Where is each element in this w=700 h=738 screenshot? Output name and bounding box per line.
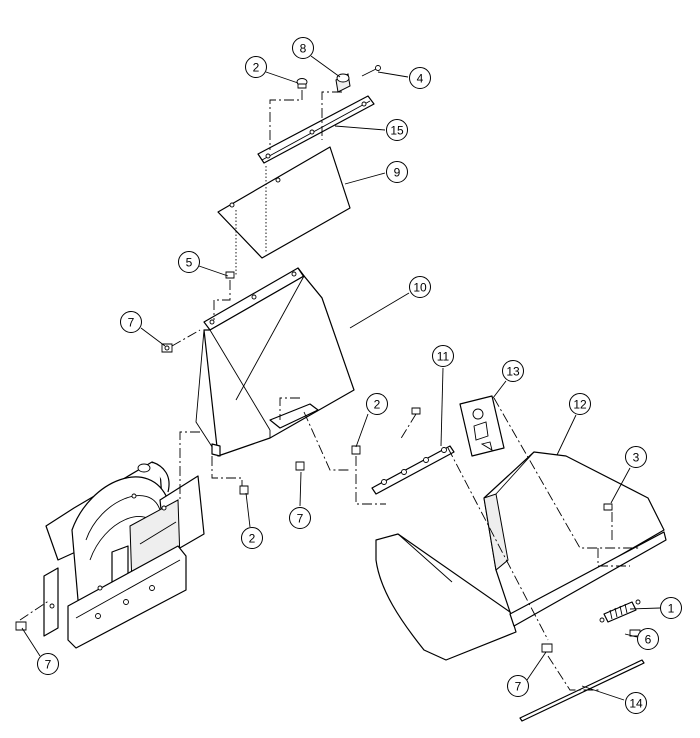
callout-leader-line	[440, 367, 444, 447]
callout-2: 2	[355, 393, 388, 448]
callout-leader-line	[629, 607, 661, 610]
callout-9: 9	[344, 161, 408, 185]
callout-number: 7	[128, 316, 135, 330]
callout-7: 7	[289, 471, 311, 529]
fan-housing-part	[43, 461, 205, 649]
cover-shroud-part	[375, 451, 667, 661]
callout-number: 14	[629, 697, 643, 711]
callout-number: 7	[297, 512, 304, 526]
mounting-bar-part	[257, 95, 375, 164]
callout-balloon	[637, 628, 659, 650]
spring-part	[599, 599, 641, 623]
warning-decal-part	[459, 395, 505, 457]
callout-balloon	[625, 692, 647, 714]
callout-leader-line	[349, 292, 410, 329]
callout-leader-line	[265, 71, 299, 84]
callout-balloon	[386, 119, 408, 141]
callout-balloon	[37, 653, 59, 675]
callout-balloon	[569, 393, 591, 415]
callout-7: 7	[120, 311, 166, 347]
callout-number: 8	[300, 42, 307, 56]
deflector-plate-part	[217, 146, 351, 259]
callout-balloon	[660, 597, 682, 619]
callout-leader-line	[624, 633, 638, 638]
callout-1: 1	[629, 597, 682, 619]
callout-leader-line	[198, 265, 229, 277]
callout-leader-line	[581, 685, 625, 701]
callout-4: 4	[377, 67, 431, 89]
callout-number: 7	[45, 658, 52, 672]
callout-balloon	[409, 67, 431, 89]
callout-leader-line	[299, 471, 302, 507]
callout-balloon	[245, 56, 267, 78]
callout-8: 8	[292, 37, 341, 78]
seal-strip-part	[371, 445, 455, 495]
callout-11: 11	[432, 345, 454, 447]
callout-14: 14	[581, 685, 647, 714]
callout-number: 11	[437, 350, 450, 364]
callout-number: 9	[394, 166, 401, 180]
callout-leader-line	[21, 627, 41, 657]
callout-10: 10	[349, 276, 431, 329]
callout-balloon	[625, 446, 647, 468]
callout-leader-line	[355, 413, 369, 448]
callout-12: 12	[556, 393, 591, 456]
callout-leader-line	[310, 55, 341, 78]
callout-balloon	[178, 251, 200, 273]
callout-number: 15	[390, 124, 404, 138]
callout-number: 4	[417, 72, 424, 86]
callout-7: 7	[21, 627, 59, 675]
callout-number: 12	[573, 398, 587, 412]
callout-2: 2	[241, 492, 263, 549]
callout-5: 5	[178, 251, 229, 277]
callout-3: 3	[610, 446, 647, 504]
callout-number: 2	[253, 61, 260, 75]
callout-number: 1	[668, 602, 675, 616]
callout-balloon	[292, 37, 314, 59]
callout-balloon	[241, 527, 263, 549]
callout-number: 13	[506, 365, 520, 379]
callout-number: 2	[249, 532, 256, 546]
callout-number: 7	[515, 680, 522, 694]
callout-balloon	[432, 345, 454, 367]
callout-15: 15	[334, 119, 408, 141]
callout-balloon	[289, 507, 311, 529]
callout-leader-line	[140, 327, 166, 347]
callout-leader-line	[526, 651, 547, 681]
callout-number: 2	[374, 398, 381, 412]
callout-leader-line	[334, 125, 386, 131]
callout-balloon	[120, 311, 142, 333]
callout-leader-line	[556, 414, 577, 456]
callout-number: 3	[633, 451, 640, 465]
callout-leader-line	[344, 172, 386, 185]
callout-balloon	[409, 276, 431, 298]
rod-part	[519, 659, 645, 722]
callout-leader-line	[610, 467, 631, 504]
callout-leader-line	[377, 71, 409, 78]
callout-number: 6	[645, 633, 652, 647]
callout-balloon	[386, 161, 408, 183]
chute-housing-part	[195, 267, 355, 457]
callout-balloon	[507, 675, 529, 697]
callout-6: 6	[624, 628, 659, 650]
callout-2: 2	[245, 56, 299, 84]
callout-leader-line	[492, 380, 507, 399]
callout-balloon	[366, 393, 388, 415]
callout-number: 5	[186, 256, 193, 270]
callout-number: 10	[413, 281, 427, 295]
callout-leader-line	[245, 492, 251, 528]
callout-7: 7	[507, 651, 547, 697]
callout-balloon	[502, 360, 524, 382]
callout-13: 13	[492, 360, 524, 399]
assembly-lines	[19, 90, 640, 691]
